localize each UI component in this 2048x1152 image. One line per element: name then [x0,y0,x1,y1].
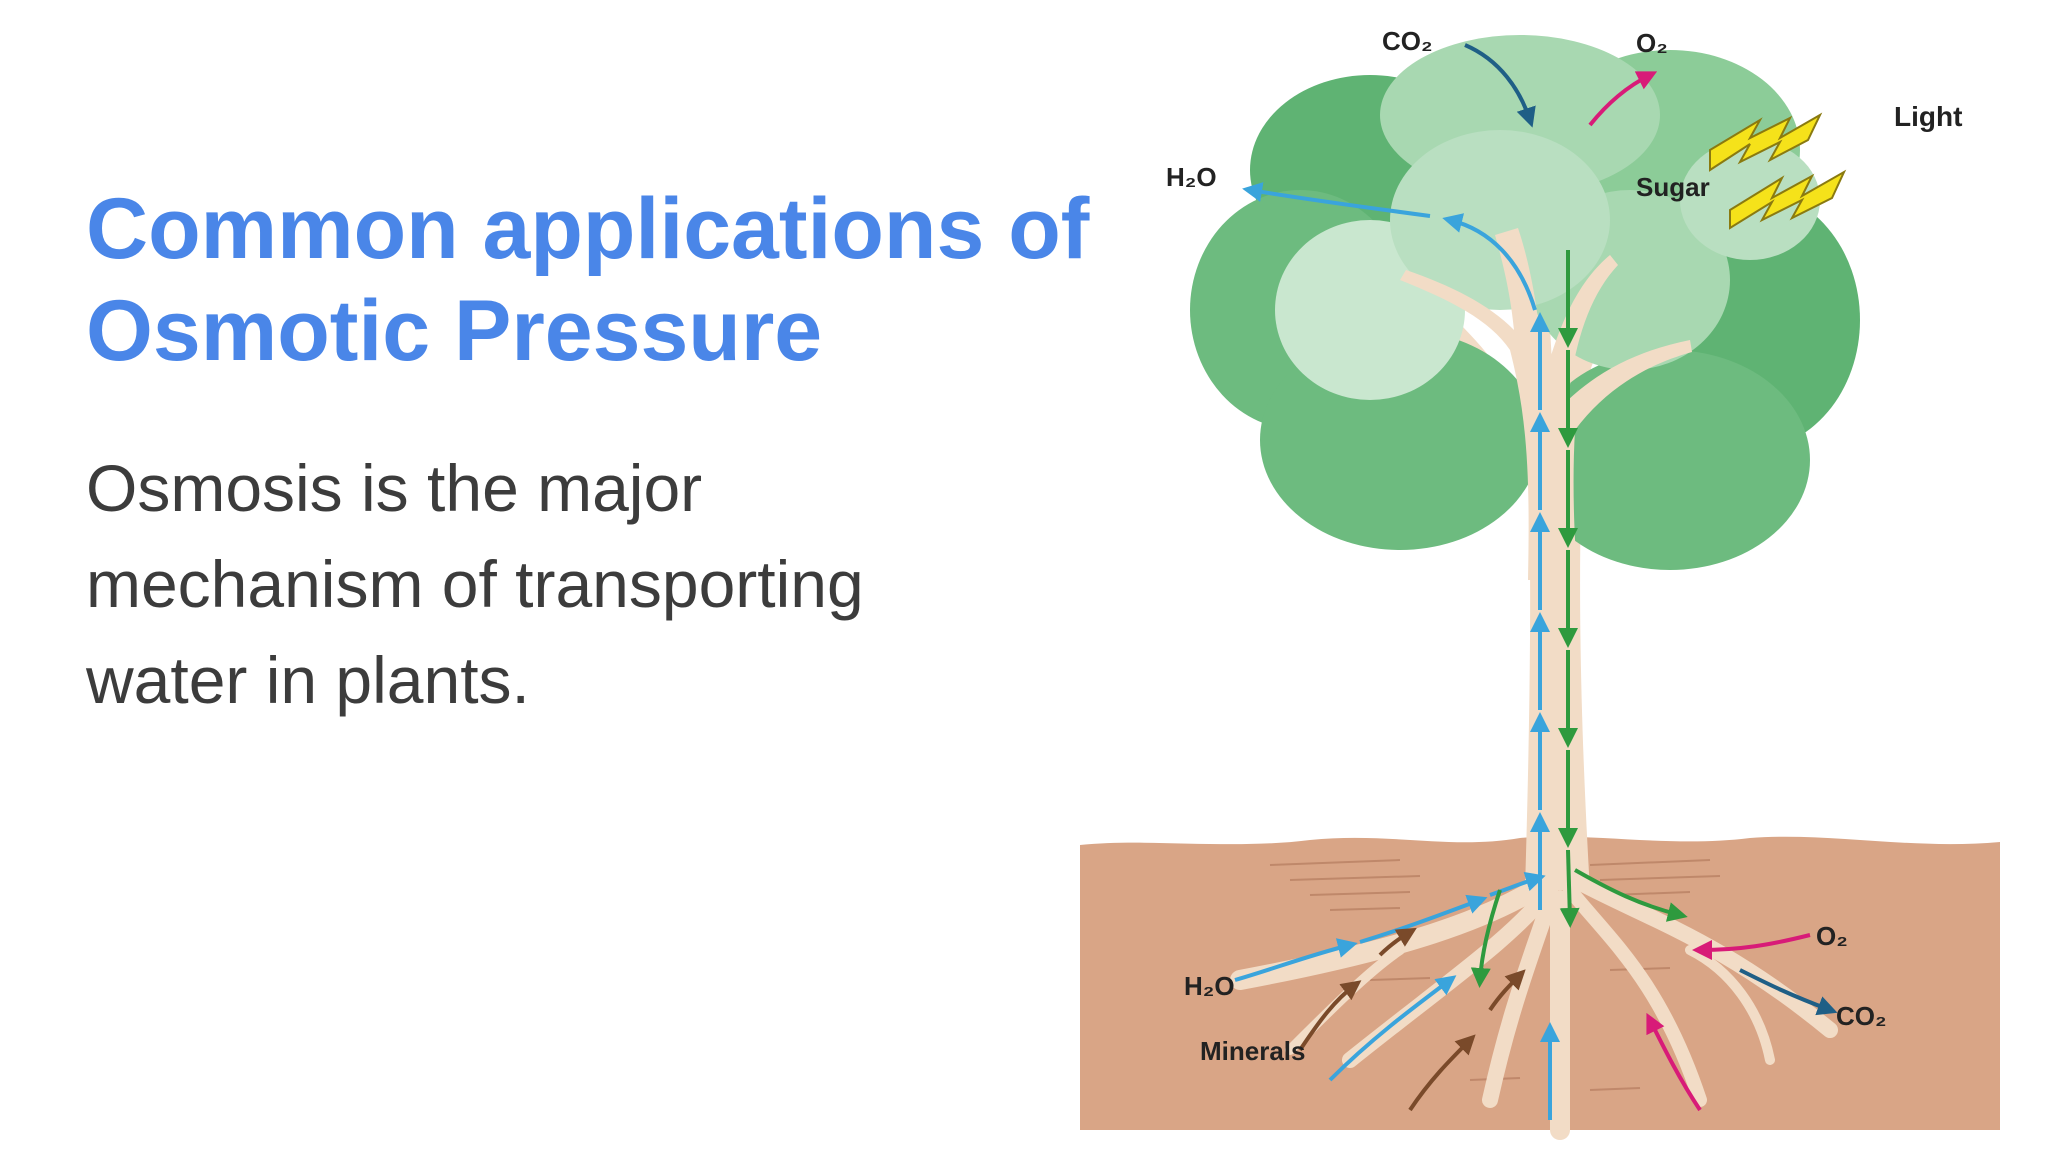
slide-title: Common applications of Osmotic Pressure [86,178,1090,382]
label-o2-top: O₂ [1636,28,1668,58]
sugar-arrows [1470,250,1688,988]
label-h2o-soil: H₂O [1184,971,1235,1001]
body-line-2: mechanism of transporting [86,547,864,621]
title-line-1: Common applications of [86,181,1090,277]
tree-canopy [1190,35,1860,570]
light-bolt-icon [1709,112,1847,230]
label-minerals: Minerals [1200,1036,1306,1066]
mineral-arrows [1298,927,1526,1112]
plant-transport-diagram: CO₂ O₂ Light H₂O Sugar O₂ CO₂ H₂O Minera… [1070,20,2010,1140]
body-line-3: water in plants. [86,643,530,717]
slide-body-text: Osmosis is the major mechanism of transp… [86,440,986,728]
tree-branches [1400,228,1692,580]
water-arrows [1234,182,1560,1120]
label-co2-top: CO₂ [1382,26,1433,56]
label-light: Light [1894,101,1962,132]
roots [1230,870,1838,1140]
o2-arrows [1588,71,1811,1112]
label-co2-soil: CO₂ [1836,1001,1887,1031]
label-sugar: Sugar [1636,172,1710,202]
title-line-2: Osmotic Pressure [86,283,823,379]
body-line-1: Osmosis is the major [86,451,703,525]
co2-arrows [1464,43,1838,1016]
label-o2-soil: O₂ [1816,921,1848,951]
label-h2o-top: H₂O [1166,162,1217,192]
